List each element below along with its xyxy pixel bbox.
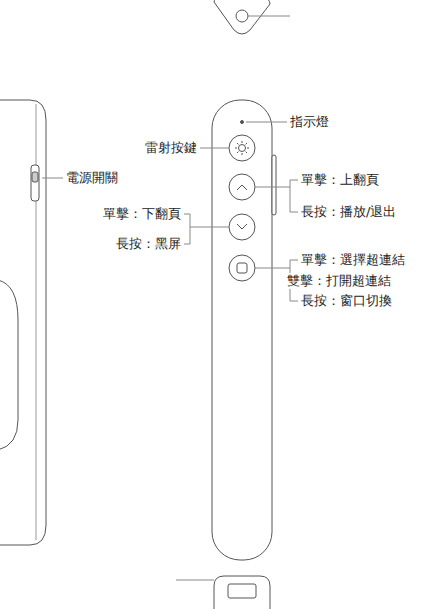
bracket (184, 214, 229, 244)
laser-icon (239, 145, 246, 152)
leader-line (42, 178, 63, 179)
callout-label: 電源開關 (65, 170, 119, 186)
side-view (0, 100, 46, 545)
callout-label: 單擊：上翻頁 (300, 172, 380, 188)
leader-line (248, 16, 290, 17)
callout-label: 指示燈 (289, 114, 330, 130)
power-switch (31, 165, 39, 201)
side-grip (0, 280, 18, 450)
front-body (212, 100, 272, 560)
bracket (255, 180, 298, 212)
laser-button (229, 135, 255, 161)
up-button (229, 174, 255, 200)
leader-line (176, 580, 214, 581)
callout-label: 雙擊：打開超連結 (286, 273, 392, 289)
top-lens (236, 10, 248, 22)
leader-line (246, 122, 287, 123)
down-button (229, 214, 255, 240)
select-icon (237, 263, 247, 273)
callout-label: 長按：播放/退出 (300, 204, 397, 220)
callout-label: 單擊：選擇超連結 (300, 252, 406, 268)
select-button (229, 255, 255, 281)
callout-label: 長按：窗口切換 (300, 293, 393, 309)
power-switch-knob (32, 172, 38, 182)
up-icon (237, 185, 247, 190)
indicator-light (241, 121, 244, 124)
down-icon (237, 224, 247, 229)
callout-label: 單擊：下翻頁 (102, 206, 182, 222)
laser-icon (235, 141, 249, 155)
bottom-view (214, 576, 270, 609)
top-view (214, 0, 270, 34)
callout-label: 雷射按鍵 (144, 140, 198, 156)
side-key (272, 155, 276, 215)
leader-line (200, 148, 229, 149)
callout-label: 長按：黑屏 (115, 236, 182, 252)
usb-port (228, 584, 256, 598)
